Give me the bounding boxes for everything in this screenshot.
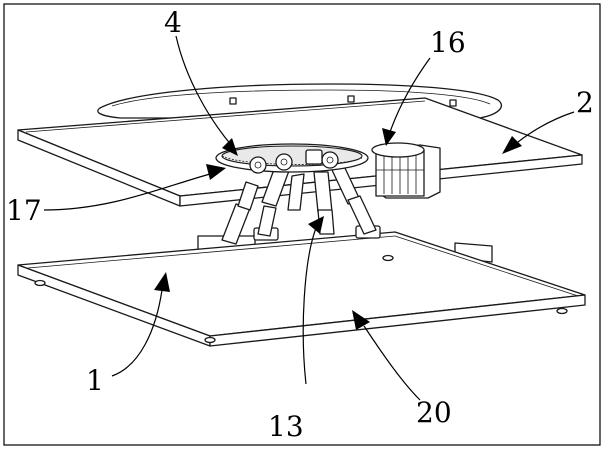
label-1: 1 — [86, 364, 104, 397]
drawing-frame — [3, 3, 601, 446]
callout-4 — [175, 35, 238, 156]
lower-plate-top — [17, 231, 586, 337]
drive-motor — [371, 142, 441, 199]
lower-plate — [17, 231, 586, 347]
actuator-legs — [221, 163, 381, 245]
label-4: 4 — [164, 6, 182, 39]
callout-16 — [382, 57, 431, 146]
label-20: 20 — [416, 396, 452, 429]
callout-17 — [43, 164, 226, 211]
label-13: 13 — [268, 410, 304, 443]
callout-2 — [502, 111, 575, 154]
label-2: 2 — [576, 86, 594, 119]
callout-13 — [302, 216, 324, 385]
label-17: 17 — [6, 194, 42, 227]
callout-20 — [352, 310, 421, 401]
gear-ring — [215, 143, 369, 174]
callout-1 — [111, 272, 170, 377]
label-16: 16 — [430, 26, 466, 59]
